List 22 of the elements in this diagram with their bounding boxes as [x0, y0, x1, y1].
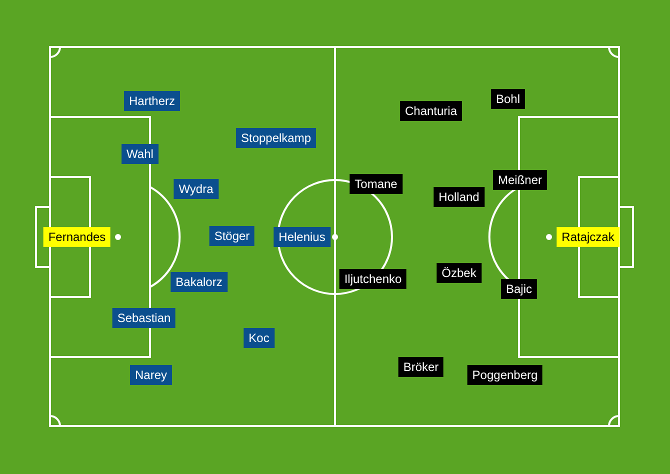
player-label: Koc: [244, 328, 274, 348]
player-label: Özbek: [436, 263, 482, 283]
player-label: Poggenberg: [467, 365, 543, 385]
player-label: Sebastian: [112, 308, 176, 328]
player-label: Wahl: [122, 144, 158, 164]
player-label: Narey: [130, 365, 172, 385]
player-label: Stöger: [209, 226, 255, 246]
goalkeeper-label: Fernandes: [43, 227, 111, 247]
player-label: Wydra: [174, 179, 218, 199]
player-label: Iljutchenko: [339, 269, 407, 289]
player-label: Chanturia: [400, 101, 462, 121]
player-label: Meißner: [493, 170, 547, 190]
player-label: Bohl: [490, 89, 526, 109]
player-label: Holland: [434, 187, 484, 207]
player-label: Tomane: [350, 174, 402, 194]
player-label: Bakalorz: [170, 272, 228, 292]
player-label: Helenius: [274, 227, 330, 247]
player-label: Hartherz: [124, 91, 180, 111]
player-label: Bröker: [398, 357, 444, 377]
player-label: Stoppelkamp: [236, 128, 316, 148]
goalkeeper-label: Ratajczak: [556, 227, 620, 247]
player-label: Bajic: [501, 279, 537, 299]
